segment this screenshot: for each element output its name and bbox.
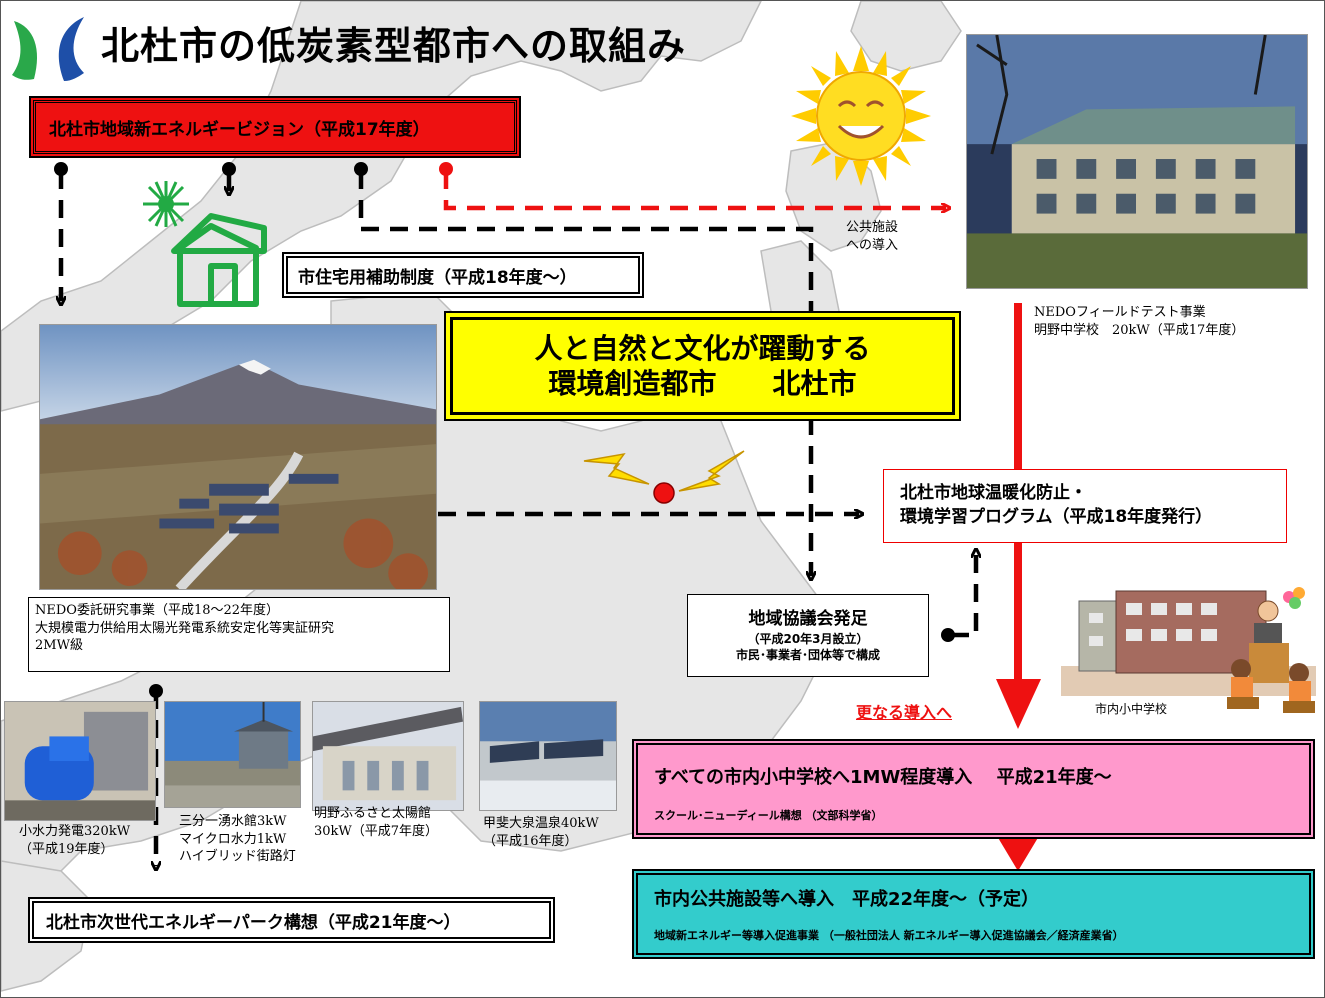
subsidy-box: 市住宅用補助制度（平成18年度〜） xyxy=(282,252,644,298)
nedo-field-caption: NEDOフィールドテスト事業 明野中学校 20kW（平成17年度） xyxy=(1034,304,1244,339)
council-title: 地域協議会発足 xyxy=(748,608,868,629)
schools-intro-box: すべての市内小中学校へ1MW程度導入 平成21年度〜 スクール･ニューディール構… xyxy=(632,739,1315,839)
school-label: 市内小中学校 xyxy=(1095,702,1168,716)
aerial-solar-plant-photo xyxy=(39,324,437,590)
schools-sub: スクール･ニューディール構想 （文部科学省） xyxy=(654,809,883,822)
sanbu-caption: 三分一湧水館3kW マイクロ水力1kW ハイブリッド街路灯 xyxy=(179,813,296,866)
public-sub: 地域新エネルギー等導入促進事業 （一般社団法人 新エネルギー導入促進協議会／経済… xyxy=(654,929,1124,942)
public-facility-line-1: 公共施設 xyxy=(846,220,899,235)
council-box: 地域協議会発足 （平成20年3月設立） 市民･事業者･団体等で構成 xyxy=(687,594,929,677)
nedo-research-line-1: NEDO委託研究事業（平成18〜22年度） xyxy=(35,603,280,618)
schools-title: すべての市内小中学校へ1MW程度導入 平成21年度〜 xyxy=(654,767,1112,788)
program-line-1: 北杜市地球温暖化防止・ xyxy=(900,483,1087,504)
akeno-school-photo xyxy=(966,34,1308,289)
nedo-research-caption: NEDO委託研究事業（平成18〜22年度） 大規模電力供給用太陽光発電系統安定化… xyxy=(28,597,450,672)
sanbu-spring-photo xyxy=(164,701,301,808)
sanbu-line-2: マイクロ水力1kW xyxy=(179,831,287,847)
council-sub-2: 市民･事業者･団体等で構成 xyxy=(735,647,880,662)
public-facility-line-2: への導入 xyxy=(846,237,899,253)
sanbu-line-3: ハイブリッド街路灯 xyxy=(179,849,296,865)
kai-onsen-photo xyxy=(479,701,617,811)
kai-line-2: （平成16年度） xyxy=(483,833,578,849)
nedo-research-line-3: 2MW級 xyxy=(35,638,83,654)
nedo-field-line-1: NEDOフィールドテスト事業 xyxy=(1034,305,1206,320)
nedo-research-line-2: 大規模電力供給用太陽光発電系統安定化等実証研究 xyxy=(35,620,335,636)
energy-park-box: 北杜市次世代エネルギーパーク構想（平成21年度〜） xyxy=(28,897,555,943)
lightning-icon xyxy=(583,450,745,504)
council-sub-1: （平成20年3月設立） xyxy=(747,631,869,646)
hydro-caption: 小水力発電320kW （平成19年度） xyxy=(19,823,130,858)
public-facilities-box: 市内公共施設等へ導入 平成22年度〜（予定） 地域新エネルギー等導入促進事業 （… xyxy=(632,869,1315,959)
akeno-line-1: 明野ふるさと太陽館 xyxy=(314,806,432,821)
house-icon xyxy=(171,213,267,307)
akeno-sun-hall-photo xyxy=(312,701,464,811)
program-line-2: 環境学習プログラム（平成18年度発行） xyxy=(900,507,1213,527)
city-logo-icon xyxy=(12,17,84,81)
slogan-line-2: 環境創造都市 北杜市 xyxy=(548,367,857,400)
smiling-sun-icon xyxy=(791,46,931,186)
spark-icon xyxy=(143,181,189,227)
hydro-line-1: 小水力発電320kW xyxy=(19,824,131,839)
slogan-line-1: 人と自然と文化が躍動する xyxy=(534,332,871,365)
sanbu-line-1: 三分一湧水館3kW xyxy=(179,814,287,829)
page-title: 北杜市の低炭素型都市への取組み xyxy=(101,24,687,68)
akeno-caption: 明野ふるさと太陽館 30kW（平成7年度） xyxy=(314,805,438,840)
akeno-line-2: 30kW（平成7年度） xyxy=(314,823,439,839)
public-title: 市内公共施設等へ導入 平成22年度〜（予定） xyxy=(654,889,1040,910)
public-facility-caption: 公共施設 への導入 xyxy=(846,219,898,254)
hydro-line-2: （平成19年度） xyxy=(19,841,114,857)
nedo-field-line-2: 明野中学校 20kW（平成17年度） xyxy=(1034,322,1245,338)
kai-line-1: 甲斐大泉温泉40kW xyxy=(483,816,599,831)
slogan-box: 人と自然と文化が躍動する 環境創造都市 北杜市 xyxy=(444,311,961,421)
school-teacher-icon xyxy=(1061,587,1316,713)
hydro-plant-photo xyxy=(4,701,156,821)
vision-box: 北杜市地域新エネルギービジョン（平成17年度） xyxy=(29,96,521,158)
kai-caption: 甲斐大泉温泉40kW （平成16年度） xyxy=(483,815,599,850)
program-box: 北杜市地球温暖化防止・ 環境学習プログラム（平成18年度発行） xyxy=(883,469,1287,543)
more-intro-label: 更なる導入へ xyxy=(856,703,953,722)
